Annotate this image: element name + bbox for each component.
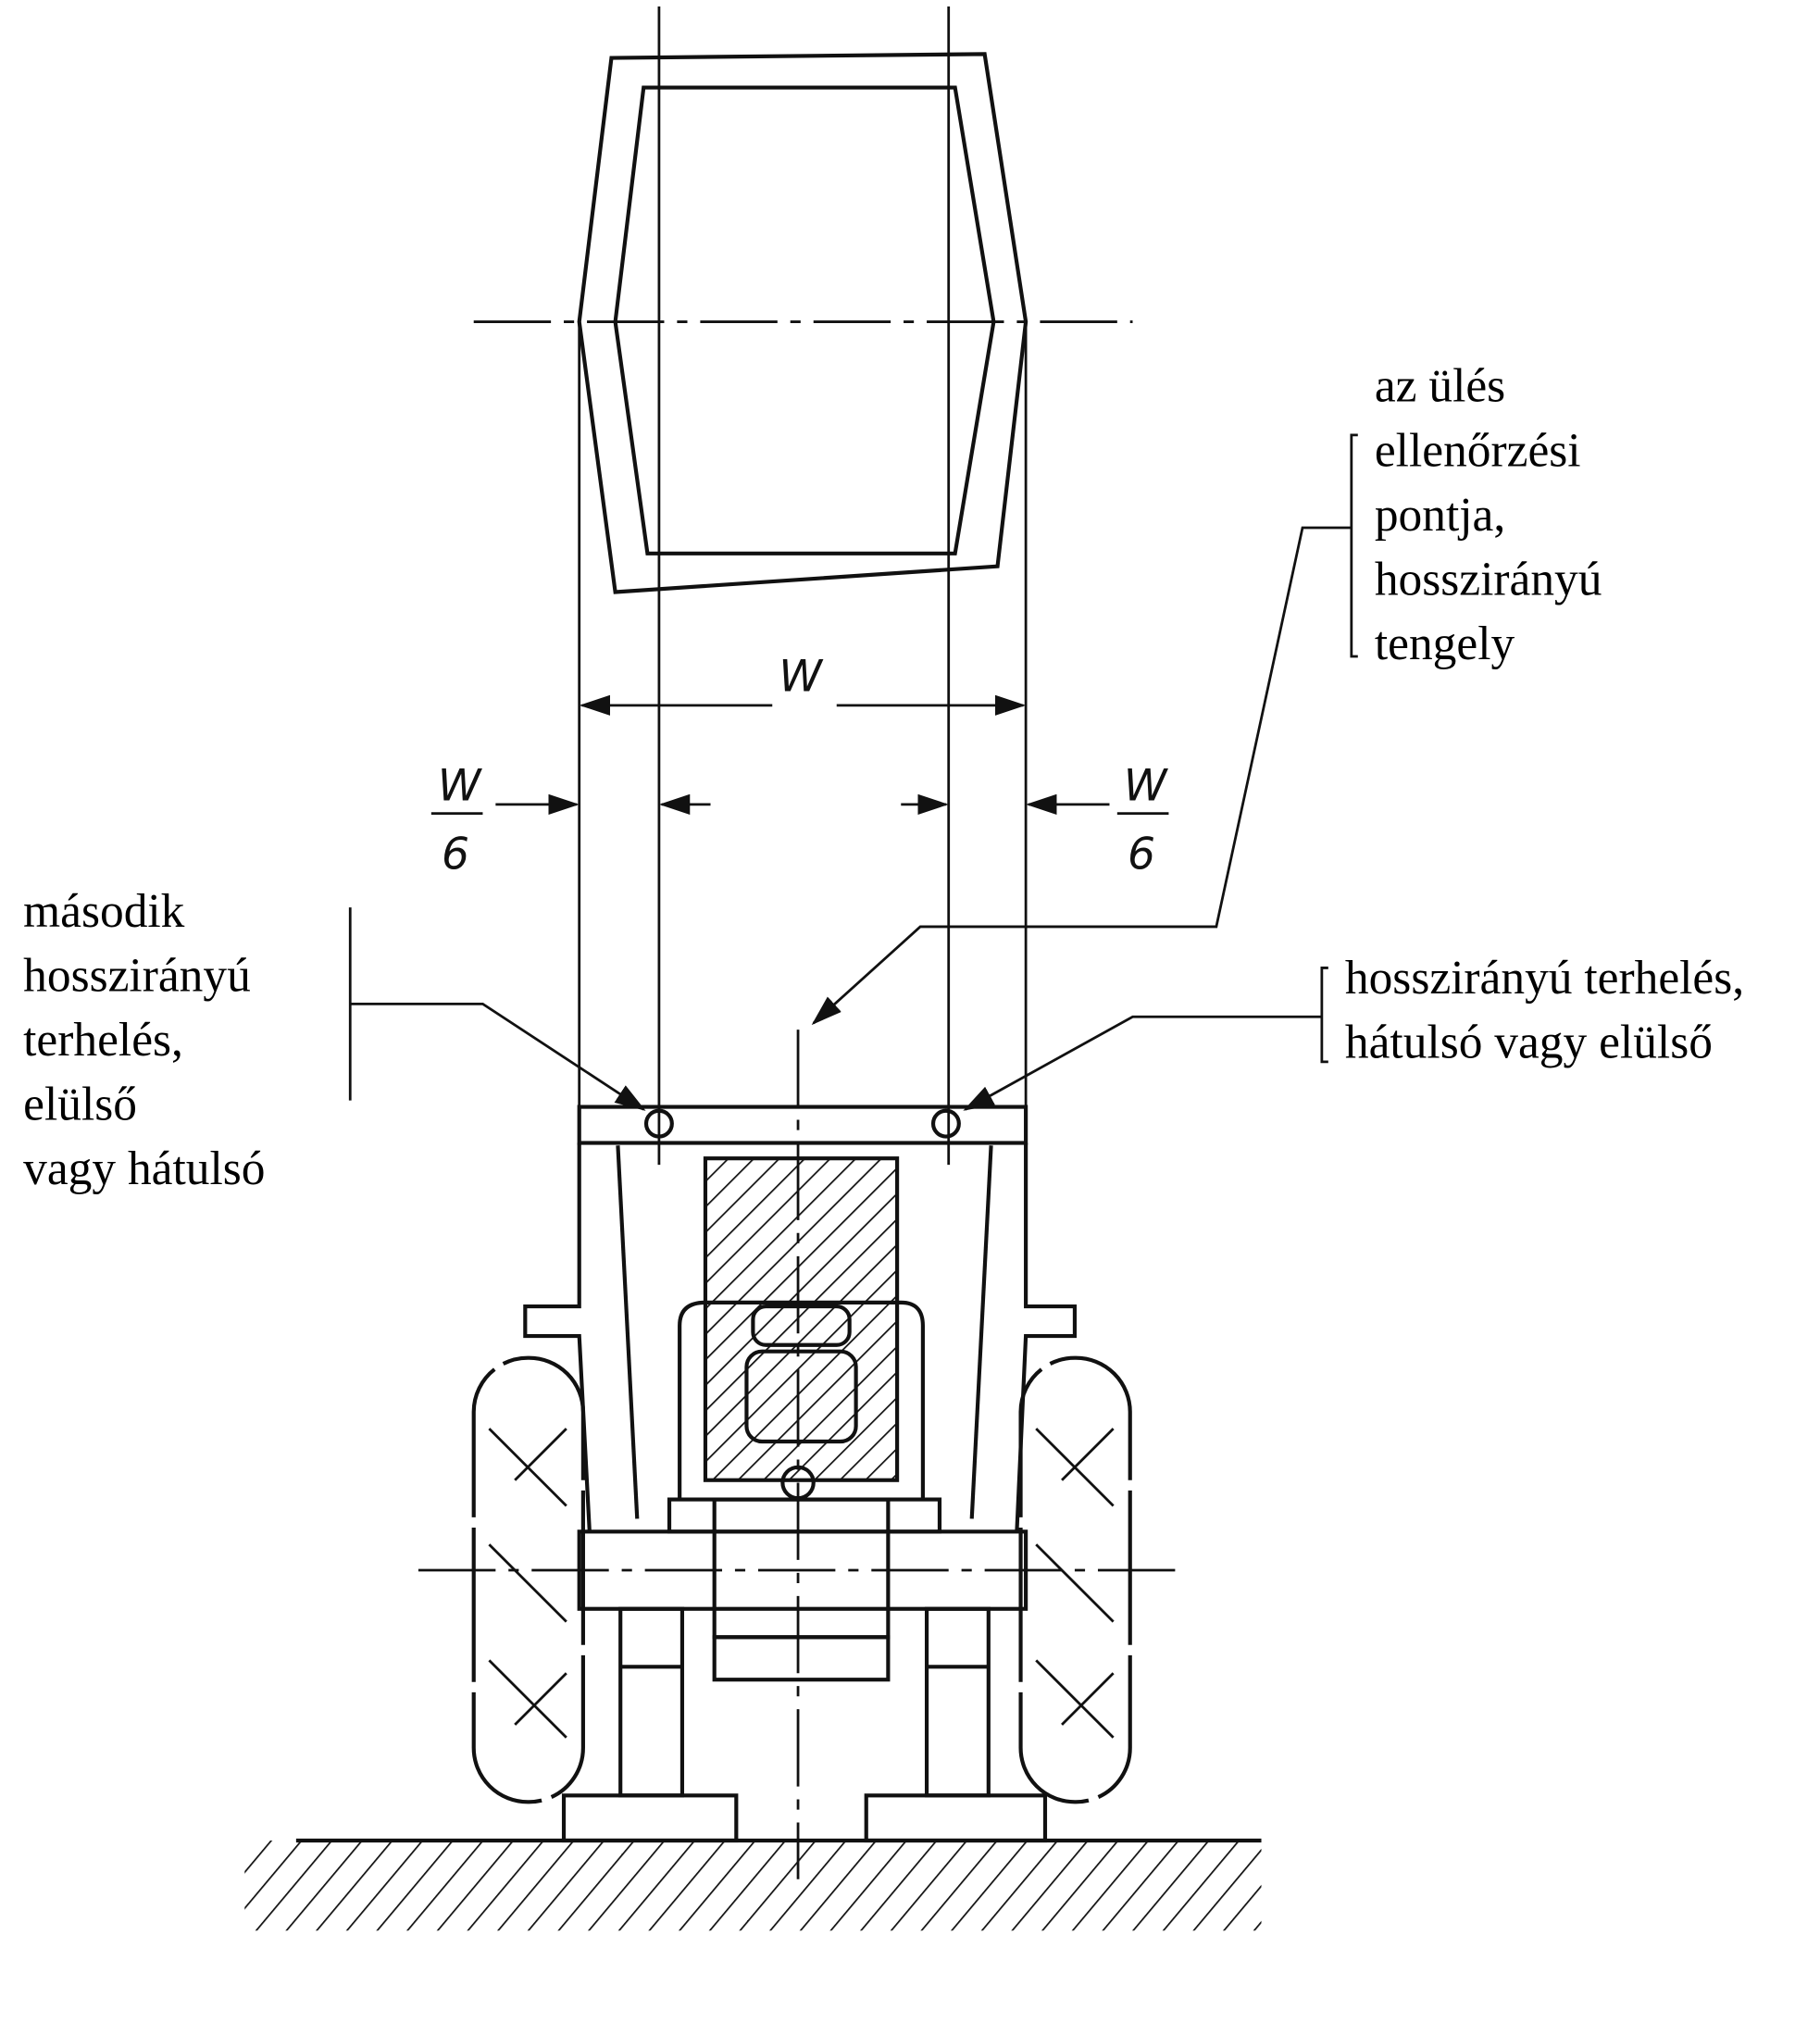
sixth-width-dimension-right: W 6 — [901, 761, 1169, 880]
svg-text:hosszirányú terhelés,: hosszirányú terhelés, — [1345, 952, 1744, 1005]
svg-text:második: második — [23, 885, 185, 938]
second-load-label: második hosszirányú terhelés, elülső vag… — [23, 885, 265, 1195]
svg-text:pontja,: pontja, — [1375, 489, 1505, 542]
first-load-label: hosszirányú terhelés, hátulsó vagy elüls… — [1345, 952, 1744, 1069]
svg-text:hosszirányú: hosszirányú — [23, 949, 251, 1002]
sixth-numerator-left: W — [438, 761, 483, 812]
width-dimension: W — [579, 652, 1027, 716]
width-label: W — [779, 652, 824, 703]
sixth-numerator-right: W — [1124, 761, 1169, 812]
tractor-body — [523, 1105, 1078, 1843]
second-load-point — [643, 1108, 674, 1139]
reference-lines — [418, 6, 1178, 1879]
svg-text:ellenőrzési: ellenőrzési — [1375, 424, 1581, 477]
svg-text:hosszirányú: hosszirányú — [1375, 553, 1602, 605]
first-load-point — [930, 1108, 961, 1139]
svg-text:elülső: elülső — [23, 1078, 137, 1130]
ground — [244, 1838, 1262, 1931]
left-wheel — [471, 1355, 585, 1804]
second-load-leader — [348, 907, 646, 1111]
right-wheel — [1018, 1355, 1132, 1804]
svg-text:terhelés,: terhelés, — [23, 1014, 183, 1067]
sixth-denominator-right: 6 — [1128, 829, 1155, 880]
svg-text:az ülés: az ülés — [1375, 360, 1505, 413]
seat — [703, 1156, 900, 1482]
svg-text:vagy hátulsó: vagy hátulsó — [23, 1142, 265, 1195]
seat-reference-label: az ülés ellenőrzési pontja, hosszirányú … — [1375, 360, 1602, 670]
first-load-leader — [963, 967, 1328, 1111]
svg-text:hátulsó vagy elülső: hátulsó vagy elülső — [1345, 1017, 1713, 1069]
seat-reference-leader — [811, 433, 1358, 1026]
svg-text:tengely: tengely — [1375, 618, 1515, 670]
sixth-width-dimension-left: W 6 — [430, 761, 711, 880]
sixth-denominator-left: 6 — [442, 829, 469, 880]
